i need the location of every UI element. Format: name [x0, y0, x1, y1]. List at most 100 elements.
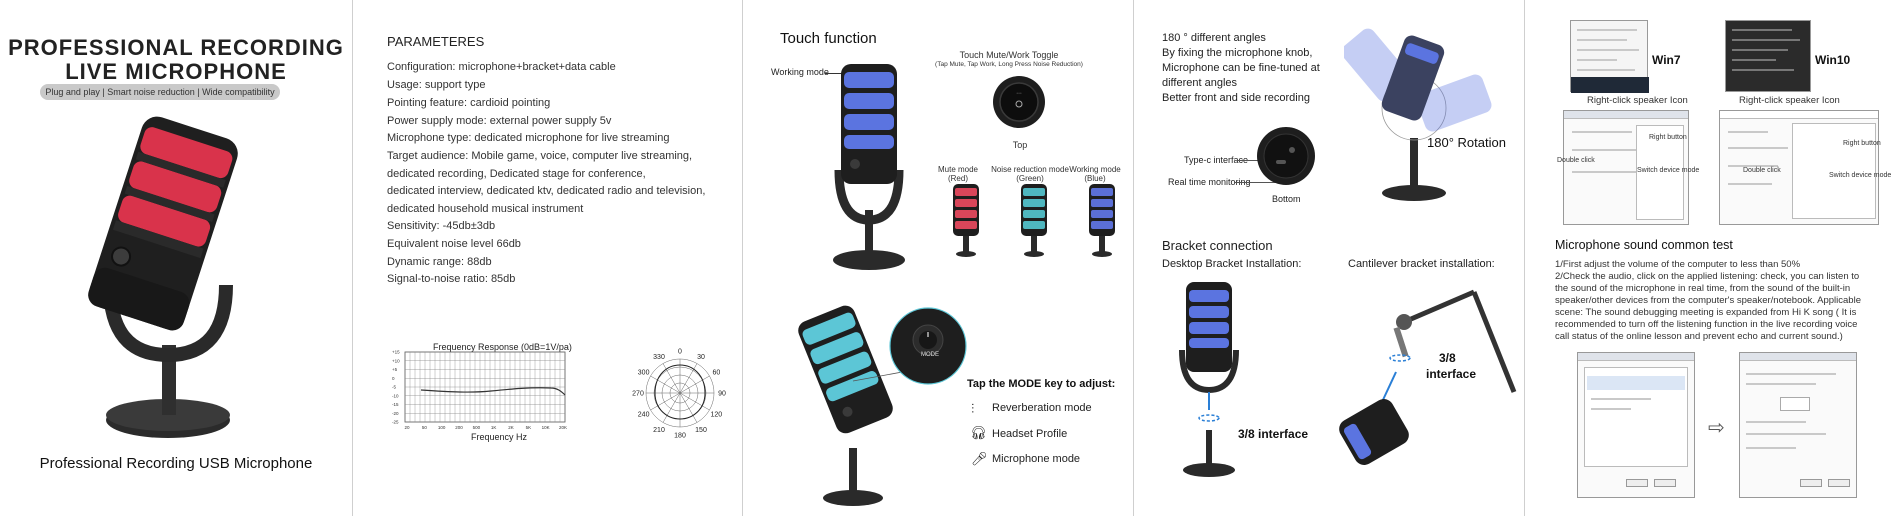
mode-knob-label: MODE	[921, 352, 939, 358]
panel-sound-settings: Win7 Right-click speaker Icon Win10 Righ…	[1525, 0, 1903, 516]
switch-device-label-win7: Switch device mode	[1637, 167, 1700, 174]
monitoring-label: Real time monitoring	[1168, 177, 1251, 187]
divider-4	[1524, 0, 1525, 516]
cantilever-bracket-label: Cantilever bracket installation:	[1348, 258, 1495, 270]
spec-line: Configuration: microphone+bracket+data c…	[387, 61, 616, 73]
bottom-label: Bottom	[1272, 194, 1301, 204]
sound-test-line: 2/Check the audio, click on the applied …	[1555, 271, 1860, 282]
cantilever-interface-label-2: interface	[1426, 367, 1477, 381]
sound-test-line: call status of the online lesson and pre…	[1555, 331, 1843, 342]
desktop-interface-label: 3/8 interface	[1238, 427, 1309, 441]
angles-line: 180 ° different angles	[1162, 32, 1266, 44]
freq-x-tick: 20	[404, 425, 410, 430]
equalizer-icon: ⫶	[971, 401, 975, 416]
freq-x-tick: 500	[473, 425, 481, 430]
switch-device-label-win10: Switch device mode	[1829, 172, 1892, 179]
parameters-heading: PARAMETERES	[387, 34, 485, 49]
microphone-mode-label: Microphone mode	[992, 453, 1081, 465]
desktop-bracket-label: Desktop Bracket Installation:	[1162, 258, 1302, 270]
freq-chart-title: Frequency Response (0dB=1V/pa)	[433, 342, 572, 352]
bottom-view-image	[1257, 127, 1315, 185]
polar-angle-label: 240	[638, 412, 650, 419]
polar-angle-label: 90	[718, 391, 726, 398]
noise-mode-color: (Green)	[1016, 174, 1044, 183]
product-caption: Professional Recording USB Microphone	[39, 455, 313, 472]
divider-1	[352, 0, 353, 516]
win7-context-menu	[1570, 20, 1649, 93]
spec-line: dedicated recording, Dedicated stage for…	[387, 168, 646, 180]
angles-line: different angles	[1162, 77, 1238, 89]
toggle-subtitle: (Tap Mute, Tap Work, Long Press Noise Re…	[935, 61, 1083, 68]
tap-mode-heading: Tap the MODE key to adjust:	[967, 378, 1116, 390]
touch-function-heading: Touch function	[780, 30, 877, 47]
angles-line: Microphone can be fine-tuned at	[1162, 62, 1320, 74]
freq-y-tick: 0	[392, 376, 395, 381]
reverberation-mode-label: Reverberation mode	[992, 402, 1092, 414]
headset-profile-label: Headset Profile	[992, 428, 1068, 440]
right-button-label-win10: Right button	[1843, 140, 1881, 147]
desktop-bracket-image	[1179, 282, 1239, 477]
panel-parameters: PARAMETERES Configuration: microphone+br…	[353, 0, 742, 516]
panel-touch-function: Touch function Working mode Touch Mute/W…	[743, 0, 1133, 516]
product-title-line2: LIVE MICROPHONE	[65, 59, 287, 84]
cantilever-bracket-image	[1339, 289, 1517, 465]
recording-devices-dialog	[1577, 352, 1695, 498]
sound-test-line: speaker/other devices from the computer'…	[1555, 295, 1861, 306]
svg-text:• • •: • • •	[1017, 91, 1022, 95]
right-click-label-win10: Right-click speaker Icon	[1739, 95, 1840, 106]
panel-product-intro: PROFESSIONAL RECORDING LIVE MICROPHONE P…	[0, 0, 352, 516]
microphone-properties-dialog	[1739, 352, 1857, 498]
freq-chart-xlabel: Frequency Hz	[471, 432, 528, 442]
mode-mic-2	[1021, 184, 1047, 257]
polar-angle-label: 180	[674, 433, 686, 440]
angles-line: Better front and side recording	[1162, 92, 1310, 104]
right-click-label-win7: Right-click speaker Icon	[1587, 95, 1688, 106]
freq-y-tick: -15	[392, 402, 399, 407]
spec-line: dedicated household musical instrument	[387, 203, 584, 215]
win10-context-menu	[1725, 20, 1811, 92]
freq-x-tick: 1K	[491, 425, 497, 430]
polar-angle-label: 210	[653, 427, 665, 434]
freq-x-tick: 2K	[508, 425, 514, 430]
spec-line: Pointing feature: cardioid pointing	[387, 97, 551, 109]
spec-line: Microphone type: dedicated microphone fo…	[387, 132, 670, 144]
win10-sound-dialog	[1719, 110, 1879, 225]
win7-sound-dialog	[1563, 110, 1689, 225]
mute-mode-label: Mute mode	[937, 165, 979, 174]
product-title-line1: PROFESSIONAL RECORDING	[8, 35, 344, 60]
freq-y-tick: +5	[392, 367, 398, 372]
freq-x-tick: 10K	[542, 425, 550, 430]
spec-line: Dynamic range: 88db	[387, 256, 492, 268]
divider-3	[1133, 0, 1134, 516]
top-view-image: • • •	[993, 76, 1045, 128]
arrow-right-icon: ⇨	[1708, 417, 1725, 439]
mute-mode-color: (Red)	[947, 174, 968, 183]
double-click-label-win10: Double click	[1743, 167, 1781, 174]
microphone-icon: 🎤︎	[971, 451, 988, 466]
working-mode-pointer	[825, 73, 857, 74]
monitor-pointer	[1234, 182, 1286, 183]
divider-2	[742, 0, 743, 516]
toggle-title: Touch Mute/Work Toggle	[959, 50, 1059, 60]
cantilever-interface-label-1: 3/8	[1439, 351, 1456, 365]
freq-x-tick: 5K	[526, 425, 532, 430]
polar-angle-label: 150	[695, 427, 707, 434]
freq-y-tick: -10	[392, 393, 399, 398]
tagline-pill: Plug and play | Smart noise reduction | …	[40, 84, 280, 100]
mode-mic-1	[953, 184, 979, 257]
freq-y-tick: +10	[392, 358, 400, 363]
win7-label: Win7	[1652, 53, 1681, 67]
microphone-image	[88, 116, 238, 438]
mode-mic-3	[1089, 184, 1115, 257]
mode-knob-image	[889, 307, 967, 385]
freq-y-tick: +15	[392, 350, 400, 355]
spec-line: Power supply mode: external power supply…	[387, 115, 612, 127]
spec-line: Usage: support type	[387, 79, 486, 91]
headphone-icon: 🎧︎	[970, 425, 987, 440]
double-click-label-win7: Double click	[1557, 157, 1595, 164]
work-mode-label: Working mode	[1069, 165, 1121, 174]
mode-mics-image	[953, 184, 1115, 257]
polar-angle-label: 270	[632, 391, 644, 398]
spec-line: Sensitivity: -45db±3db	[387, 220, 496, 232]
